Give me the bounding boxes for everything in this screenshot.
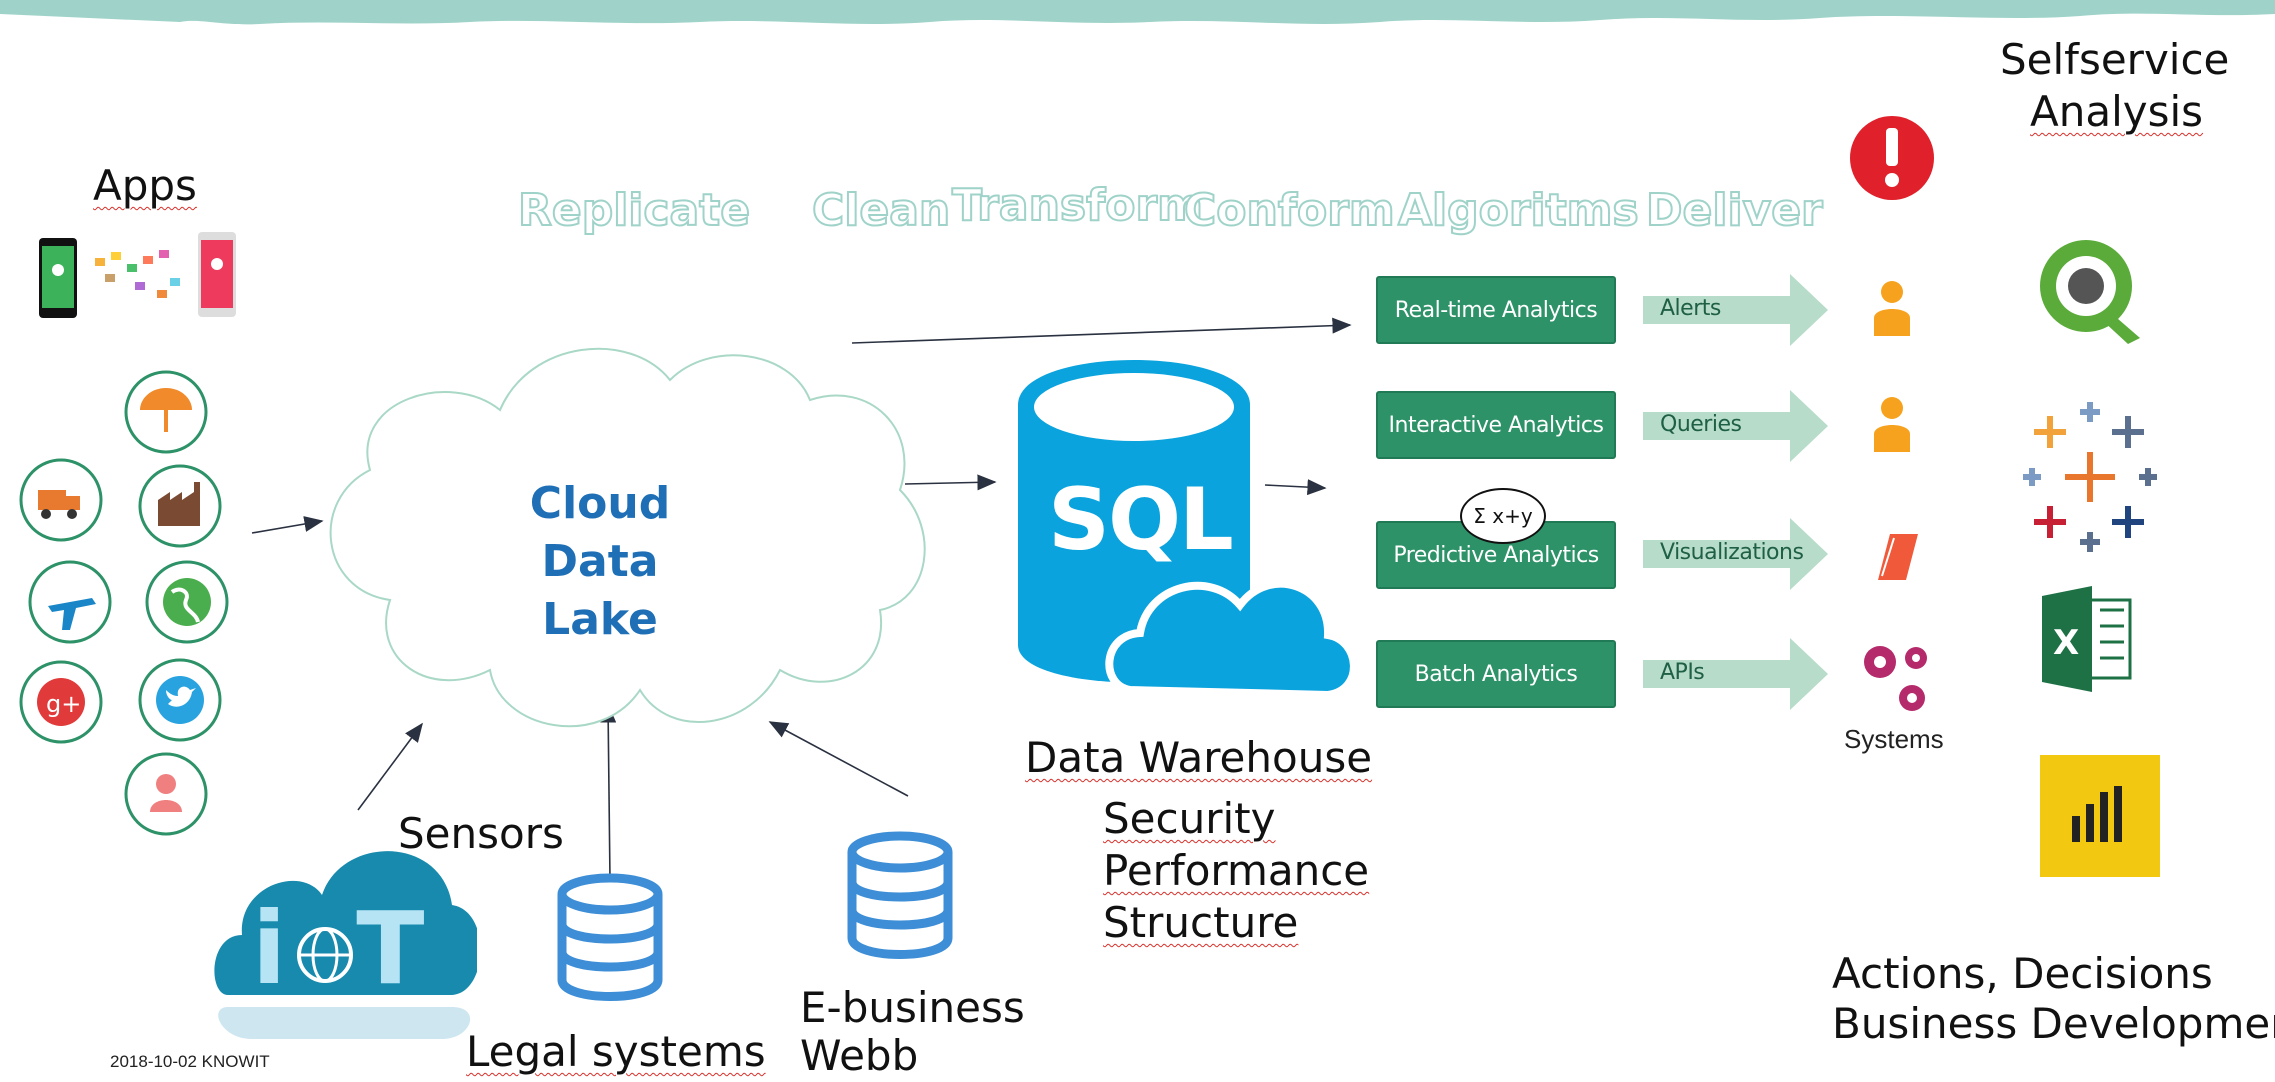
ebusiness-label-line2: Webb bbox=[800, 1031, 919, 1080]
step-deliver: Deliver bbox=[1645, 184, 1824, 237]
sql-label: SQL bbox=[1048, 470, 1234, 570]
actions-decisions-line1: Actions, Decisions bbox=[1832, 948, 2213, 1000]
svg-text:X: X bbox=[2053, 623, 2079, 663]
user-icon-2 bbox=[1874, 397, 1910, 452]
book-icon bbox=[1878, 534, 1918, 580]
bi-tool-icons: X bbox=[2023, 240, 2160, 877]
systems-label: Systems bbox=[1844, 724, 1944, 754]
tableau-icon bbox=[2023, 402, 2157, 552]
selfservice-heading-line1: Selfservice bbox=[2000, 35, 2230, 84]
analytics-box-batch: Batch Analytics bbox=[1376, 640, 1616, 708]
ebusiness-label-line1: E-business bbox=[800, 983, 1025, 1032]
actions-decisions-text: Actions, Decisions bbox=[1832, 949, 2213, 998]
alert-icon bbox=[1850, 116, 1934, 200]
output-label-queries: Queries bbox=[1660, 412, 1742, 437]
analytics-box-realtime: Real-time Analytics bbox=[1376, 276, 1616, 344]
source-icons-group: g+ bbox=[19, 370, 229, 836]
formula-bubble: Σ x+y bbox=[1460, 488, 1546, 544]
svg-text:g+: g+ bbox=[46, 690, 81, 718]
step-algoritms: Algoritms bbox=[1397, 184, 1640, 237]
excel-icon: X bbox=[2042, 586, 2132, 692]
sensors-label: Sensors bbox=[398, 809, 564, 858]
footer-date: 2018-10-02 KNOWIT bbox=[110, 1052, 270, 1071]
legal-systems-label-text: Legal systems bbox=[466, 1027, 766, 1076]
cloud-data-lake-label: Cloud Data Lake bbox=[470, 475, 730, 649]
step-clean: Clean bbox=[811, 184, 951, 237]
airplane-icon bbox=[28, 560, 112, 644]
top-brush-band bbox=[0, 0, 2275, 25]
iot-label: iT bbox=[252, 890, 495, 1007]
sql-database-icon bbox=[1018, 360, 1350, 700]
cloud-label-line2: Lake bbox=[542, 594, 658, 645]
iot-globe-icon bbox=[297, 927, 353, 983]
umbrella-icon bbox=[124, 370, 208, 454]
qlik-icon bbox=[2040, 240, 2140, 344]
truck-icon bbox=[19, 458, 103, 542]
legal-database-icon bbox=[557, 873, 663, 1001]
user-icon-1 bbox=[1874, 281, 1910, 336]
step-conform: Conform bbox=[1183, 184, 1396, 237]
twitter-icon bbox=[138, 658, 222, 742]
google-plus-icon: g+ bbox=[19, 660, 103, 744]
selfservice-heading-line2: Analysis bbox=[2030, 87, 2204, 136]
power-bi-icon bbox=[2040, 755, 2160, 877]
output-label-visualizations: Visualizations bbox=[1660, 540, 1804, 565]
warehouse-item-performance: Performance bbox=[1103, 846, 1370, 895]
delivery-icons bbox=[1850, 116, 1934, 711]
legal-systems-label: Legal systems bbox=[466, 1026, 766, 1078]
cloud-label-line1: Cloud Data bbox=[529, 478, 671, 587]
business-development-text: Business Development bbox=[1832, 999, 2275, 1048]
apps-phones-illustration bbox=[39, 232, 236, 318]
warehouse-item-structure: Structure bbox=[1103, 898, 1299, 947]
output-arrows bbox=[1643, 274, 1828, 710]
gears-icon bbox=[1864, 646, 1927, 711]
analytics-box-interactive: Interactive Analytics bbox=[1376, 391, 1616, 459]
iot-cloud-icon bbox=[214, 851, 477, 1039]
warehouse-item-security: Security bbox=[1103, 794, 1276, 843]
apps-heading: Apps bbox=[93, 161, 197, 210]
business-development-line2: Business Development bbox=[1832, 998, 2275, 1050]
output-label-apis: APIs bbox=[1660, 660, 1705, 685]
ebusiness-database-icon bbox=[847, 831, 953, 959]
output-label-alerts: Alerts bbox=[1660, 296, 1721, 321]
step-transform: Transform bbox=[951, 179, 1204, 232]
person-icon bbox=[124, 752, 208, 836]
data-warehouse-title-text: Data Warehouse bbox=[1025, 733, 1373, 782]
factory-icon bbox=[138, 464, 222, 548]
step-replicate: Replicate bbox=[517, 184, 751, 237]
globe-icon bbox=[145, 560, 229, 644]
data-warehouse-title: Data Warehouse bbox=[1025, 732, 1372, 784]
cloud-data-lake-shape bbox=[329, 347, 926, 728]
